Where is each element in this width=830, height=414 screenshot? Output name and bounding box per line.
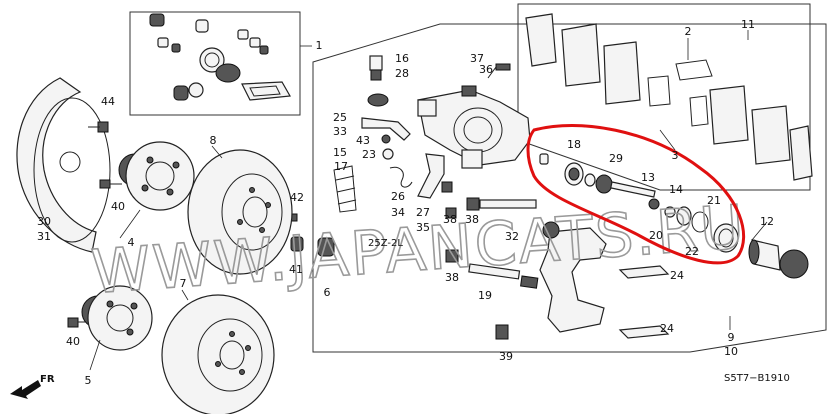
piston-seal-parts [539, 153, 739, 253]
highlight-outline [526, 124, 746, 265]
callout-39: 39 [499, 350, 513, 363]
callout-24-upper: 24 [670, 269, 684, 282]
callout-1: 1 [316, 39, 323, 52]
hub-bearing-upper [118, 141, 195, 211]
piston [748, 239, 809, 279]
seal-kit-box [129, 11, 301, 116]
callout-5: 5 [85, 374, 92, 387]
callout-29: 29 [609, 152, 623, 165]
small-caps [290, 236, 335, 257]
callout-7: 7 [180, 277, 187, 290]
callout-16: 16 [395, 52, 409, 65]
callout-27: 27 [416, 206, 430, 219]
callout-6: 6 [324, 286, 331, 299]
backing-plate [16, 77, 111, 253]
callout-40-lower: 40 [66, 335, 80, 348]
callout-40-upper: 40 [111, 200, 125, 213]
callout-14: 14 [669, 183, 683, 196]
callout-35: 35 [416, 221, 430, 234]
diagram-code: S5T7−B1910 [724, 373, 790, 384]
callout-28: 28 [395, 67, 409, 80]
callout-38-c: 38 [445, 271, 459, 284]
callout-30: 30 [37, 215, 51, 228]
callout-25: 25 [333, 111, 347, 124]
callout-32: 32 [505, 230, 519, 243]
callout-33: 33 [333, 125, 347, 138]
callout-22: 22 [685, 245, 699, 258]
pad-shims [333, 165, 357, 213]
caliper-bracket [539, 221, 607, 333]
callout-41: 41 [289, 263, 303, 276]
leader-lines [89, 30, 768, 371]
callout-20: 20 [649, 229, 663, 242]
guide-pins [445, 197, 539, 340]
callout-36: 36 [479, 63, 493, 76]
callout-labels: 1 2 3 4 5 6 7 8 9 10 11 12 13 14 15 16 1… [37, 18, 774, 387]
caliper-assembly-box [312, 23, 827, 353]
callout-12: 12 [760, 215, 774, 228]
callout-24-lower: 24 [660, 322, 674, 335]
small-mark: 25Z-2L [368, 238, 403, 249]
callout-10: 10 [724, 345, 738, 358]
hub-bearing-lower [81, 285, 153, 351]
callout-26: 26 [391, 190, 405, 203]
brake-disc-upper [187, 149, 293, 275]
caliper-fittings [361, 55, 511, 199]
callout-9: 9 [728, 331, 735, 344]
front-direction-arrow: FR [10, 374, 55, 399]
callout-19: 19 [478, 289, 492, 302]
callout-3: 3 [672, 149, 679, 162]
callout-38-b: 38 [465, 213, 479, 226]
callout-13: 13 [641, 171, 655, 184]
callout-4: 4 [128, 236, 135, 249]
callout-38-a: 38 [443, 213, 457, 226]
callout-2: 2 [685, 25, 692, 38]
callout-18: 18 [567, 138, 581, 151]
callout-17: 17 [334, 160, 348, 173]
seal-kit-parts [149, 13, 291, 101]
callout-23: 23 [362, 148, 376, 161]
callout-42: 42 [290, 191, 304, 204]
callout-34: 34 [391, 206, 405, 219]
svg-text:FR: FR [40, 374, 55, 385]
callout-37: 37 [470, 52, 484, 65]
callout-21: 21 [707, 194, 721, 207]
caliper-body [417, 85, 531, 169]
callout-8: 8 [210, 134, 217, 147]
callout-15: 15 [333, 146, 347, 159]
brake-disc-lower [161, 294, 275, 414]
callout-43: 43 [356, 134, 370, 147]
callout-31: 31 [37, 230, 51, 243]
callout-44: 44 [101, 95, 115, 108]
brake-pads [525, 13, 813, 181]
callout-11: 11 [741, 18, 755, 31]
pad-retainers [618, 265, 670, 339]
